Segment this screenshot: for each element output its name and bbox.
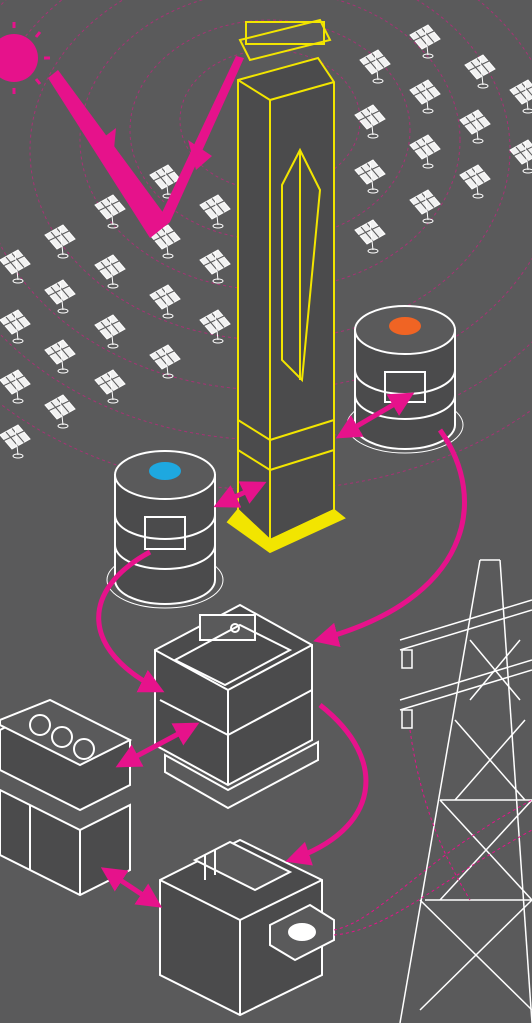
transformer-icon bbox=[0, 698, 133, 897]
sunlight-ray bbox=[48, 56, 244, 238]
solar-tower-icon bbox=[226, 18, 346, 554]
flow-arrow-icon bbox=[96, 392, 467, 908]
steam-generator-icon bbox=[154, 603, 319, 810]
storage-tank-icon bbox=[106, 450, 224, 609]
power-pylon-icon bbox=[399, 559, 532, 1023]
turbine-icon bbox=[159, 838, 335, 1017]
power-lines bbox=[333, 729, 532, 936]
storage-tank-icon bbox=[346, 305, 464, 454]
sun-icon bbox=[0, 22, 50, 94]
